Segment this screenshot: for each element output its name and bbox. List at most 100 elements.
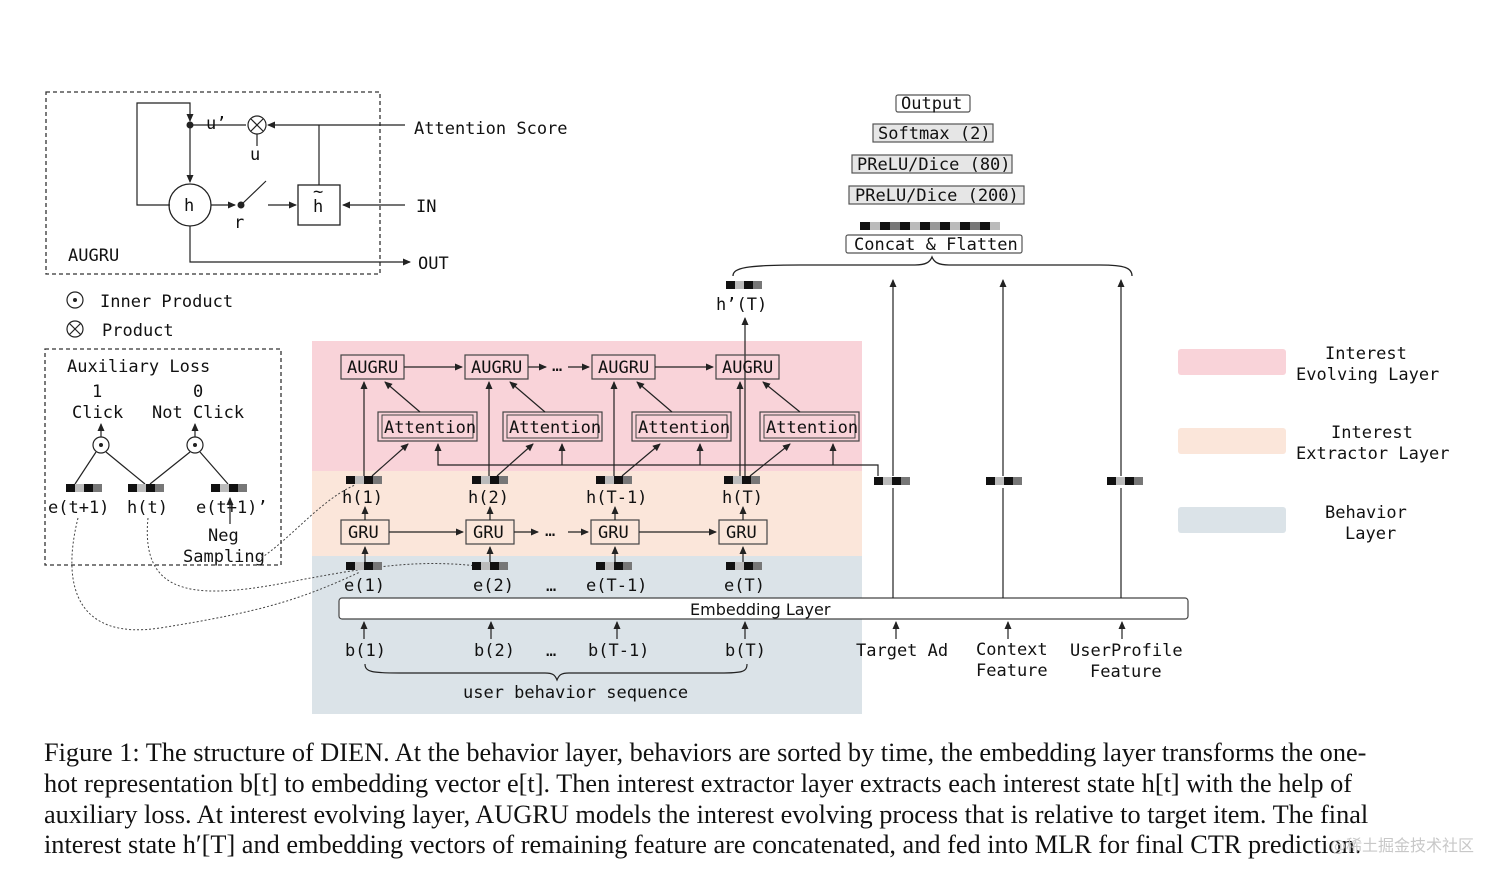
vector-cell [751, 476, 760, 484]
vector-cell [883, 477, 892, 485]
vector-cell [870, 222, 880, 230]
e-T-label: e(T) [724, 576, 765, 596]
vector-cell [605, 476, 614, 484]
vector-cell [726, 562, 735, 570]
b-T-label: b(T) [725, 641, 766, 661]
vector-cell [481, 476, 490, 484]
embedding-layer-label: Embedding Layer [690, 600, 831, 619]
aux-node-e-t1-neg: e(t+1)’ [196, 498, 268, 518]
h-prime-vector [726, 281, 762, 289]
vector-cell [970, 222, 980, 230]
attention-2-label: Attention [509, 418, 601, 438]
caption-line: Figure 1: The structure of DIEN. At the … [44, 738, 1367, 767]
augru-ellipsis: … [552, 356, 562, 376]
aux-node-h-t: h(t) [127, 498, 168, 518]
vector-cell [980, 222, 990, 230]
vector-cell [890, 222, 900, 230]
augru-h-node: h [184, 196, 194, 216]
gru-4-label: GRU [726, 523, 757, 543]
h-1-label: h(1) [342, 488, 383, 508]
vector-cell [930, 222, 940, 230]
h-vector [472, 476, 508, 484]
vector-cell [1004, 477, 1013, 485]
vector-cell [472, 562, 481, 570]
auxiliary-loss-diagram: Auxiliary Loss 1 Click 0 Not Click e(t+1… [44, 348, 282, 567]
vector-cell [880, 222, 890, 230]
h-T-label: h(T) [722, 488, 763, 508]
vector-cell [995, 477, 1004, 485]
vector-cell [137, 484, 146, 492]
vector-cell [623, 562, 632, 570]
vector-cell [733, 476, 742, 484]
vector-cell [499, 562, 508, 570]
vector-cell [1134, 477, 1143, 485]
legend-evolving-1: Interest [1325, 344, 1407, 364]
vector-cell [940, 222, 950, 230]
gru-2-label: GRU [473, 523, 504, 543]
augru-2-label: AUGRU [471, 358, 522, 378]
legend-behavior-2: Layer [1345, 524, 1396, 544]
vector-cell [753, 562, 762, 570]
vector-cell [990, 222, 1000, 230]
vector-cell [874, 477, 883, 485]
vector-cell [499, 476, 508, 484]
vector-cell [901, 477, 910, 485]
vector-cell [238, 484, 247, 492]
target-ad-label: Target Ad [856, 641, 948, 661]
vector-cell [373, 562, 382, 570]
attention-score-label: Attention Score [414, 119, 568, 139]
vector-cell [1125, 477, 1134, 485]
e-2-label: e(2) [473, 576, 514, 596]
b-1-label: b(1) [345, 641, 386, 661]
legend-extractor-1: Interest [1331, 423, 1413, 443]
vector-cell [1116, 477, 1125, 485]
vector-cell [910, 222, 920, 230]
output-mlp-stack: Output Softmax (2) PReLU/Dice (80) PReLU… [732, 94, 1133, 277]
vector-cell [146, 484, 155, 492]
behavior-layer: e(1) e(2) e(T-1) e(T) … Embedding Layer … [338, 562, 1189, 703]
vector-cell [346, 476, 355, 484]
h-T-1-label: h(T-1) [586, 488, 647, 508]
h-prime-T-label: h’(T) [716, 295, 767, 315]
vector-cell [75, 484, 84, 492]
watermark: @稀土掘金技术社区 [1330, 836, 1475, 855]
vector-cell [596, 562, 605, 570]
attention-3-label: Attention [638, 418, 730, 438]
vector-cell [472, 476, 481, 484]
augru-h-tilde-node: h [313, 197, 323, 217]
vector-cell [481, 562, 490, 570]
vector-cell [753, 281, 762, 289]
vector-cell [364, 562, 373, 570]
aux-sampling-label: Sampling [183, 547, 265, 567]
e-vector [472, 562, 508, 570]
aux-node-e-t1: e(t+1) [48, 498, 109, 518]
b-ellipsis: … [546, 641, 556, 661]
aux-hidden-vector [128, 484, 164, 492]
vector-cell [860, 222, 870, 230]
b-T-1-label: b(T-1) [588, 641, 649, 661]
h-vector [724, 476, 760, 484]
vector-cell [605, 562, 614, 570]
vector-cell [155, 484, 164, 492]
vector-cell [346, 562, 355, 570]
vector-cell [920, 222, 930, 230]
legend-behavior-1: Behavior [1325, 503, 1407, 523]
augru-3-label: AUGRU [598, 358, 649, 378]
aux-negative-vector [211, 484, 247, 492]
attention-4-label: Attention [766, 418, 858, 438]
vector-cell [364, 476, 373, 484]
augru-4-label: AUGRU [722, 358, 773, 378]
vector-cell [614, 562, 623, 570]
augru-r-label: r [234, 213, 244, 233]
prelu-80-label: PReLU/Dice (80) [857, 155, 1011, 175]
augru-u-label: u [250, 145, 260, 165]
concat-vector [860, 222, 1000, 230]
vector-cell [726, 281, 735, 289]
behavior-swatch [1178, 507, 1286, 533]
aux-not-click-value: 0 [193, 382, 203, 402]
concat-flatten-label: Concat & Flatten [854, 235, 1018, 255]
attention-1-label: Attention [384, 418, 476, 438]
layer-legend: Interest Evolving Layer Interest Extract… [1178, 344, 1450, 544]
vector-cell [1107, 477, 1116, 485]
